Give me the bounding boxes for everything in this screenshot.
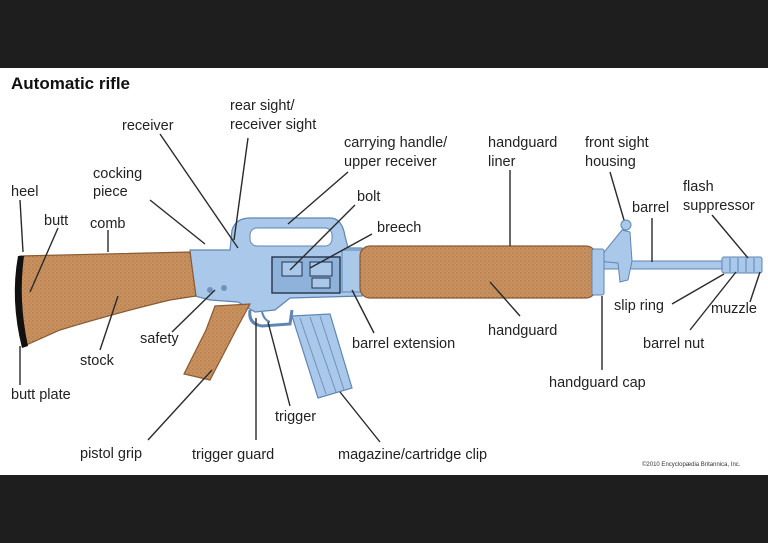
label-magazine: magazine/cartridge clip	[338, 447, 487, 463]
label-handguard-liner: handguard liner	[488, 135, 561, 170]
label-trigger-guard: trigger guard	[192, 447, 274, 463]
leader-lines	[19, 133, 761, 443]
label-bolt: bolt	[357, 189, 380, 205]
label-trigger: trigger	[275, 409, 316, 425]
labels: heel butt comb cocking piece receiver re…	[11, 98, 757, 468]
front-sight-housing	[596, 229, 633, 283]
label-pistol-grip: pistol grip	[80, 446, 142, 462]
trigger	[261, 311, 271, 323]
label-slip-ring: slip ring	[614, 298, 664, 314]
handguard	[359, 245, 597, 299]
label-safety: safety	[140, 331, 179, 347]
label-breech: breech	[377, 220, 421, 236]
label-front-sight-housing: front sight housing	[585, 135, 653, 170]
butt-plate	[14, 256, 28, 348]
label-heel: heel	[11, 184, 38, 200]
label-receiver: receiver	[122, 118, 174, 134]
label-rear-sight: rear sight/ receiver sight	[230, 98, 316, 133]
label-butt: butt	[44, 213, 68, 229]
flash-suppressor	[721, 256, 763, 274]
pistol-grip	[183, 303, 252, 381]
label-barrel-extension: barrel extension	[352, 336, 455, 352]
label-cocking-piece: cocking piece	[93, 166, 146, 200]
label-stock: stock	[80, 353, 115, 369]
label-barrel: barrel	[632, 200, 669, 216]
diagram-title: Automatic rifle	[11, 74, 131, 93]
trigger-guard	[248, 309, 294, 328]
label-comb: comb	[90, 216, 125, 232]
label-handguard: handguard	[488, 323, 557, 339]
label-carrying-handle: carrying handle/ upper receiver	[344, 135, 451, 170]
label-butt-plate: butt plate	[11, 387, 71, 403]
label-muzzle: muzzle	[711, 301, 757, 317]
barrel-extension	[341, 249, 363, 293]
magazine	[291, 313, 353, 399]
label-handguard-cap: handguard cap	[549, 375, 646, 391]
label-barrel-nut: barrel nut	[643, 336, 704, 352]
label-flash-suppressor: flash suppressor	[683, 179, 755, 214]
copyright-notice: ©2010 Encyclopædia Britannica, Inc.	[642, 461, 741, 468]
